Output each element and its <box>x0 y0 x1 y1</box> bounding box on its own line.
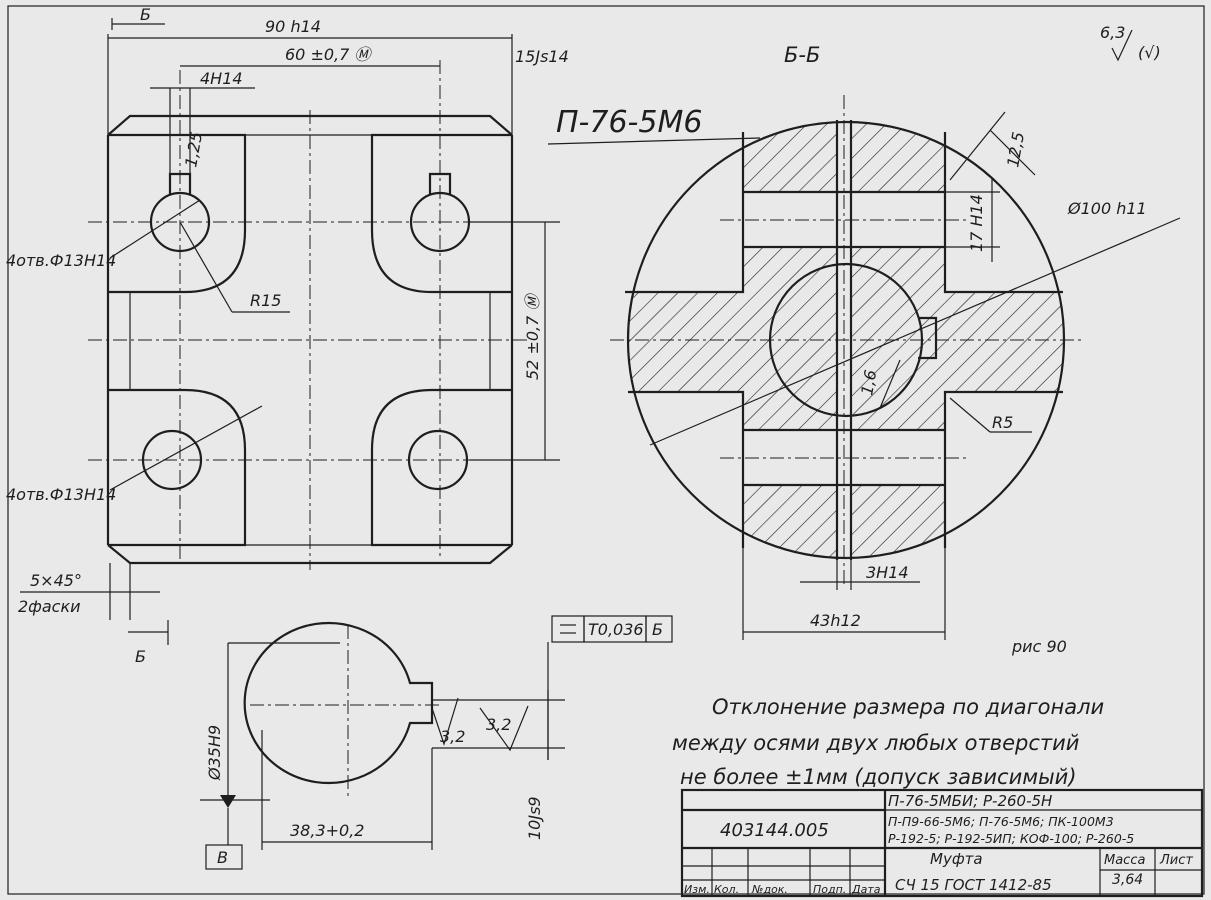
flatness-datum: Б <box>652 620 663 639</box>
stamp: П-76-5М6 <box>547 105 761 145</box>
dim-overall-width: 90 h14 <box>265 17 321 36</box>
dim-bore-slot: 17 Н14 <box>967 194 986 252</box>
roughness-general: 6,3 (√) <box>1100 23 1161 62</box>
roughness-1: 3,2 <box>440 727 465 746</box>
bore-outline <box>243 621 434 785</box>
tb-col-change: Изм. <box>684 883 710 896</box>
figure-label: рис 90 <box>1011 637 1067 656</box>
dim-slit-width: 3Н14 <box>866 563 909 582</box>
callout-holes-bottom: 4отв.Ф13Н14 <box>6 485 116 504</box>
chamfer-note-2: 2фаски <box>18 597 81 616</box>
callout-holes-top: 4отв.Ф13Н14 <box>6 251 116 270</box>
tb-col-qty: Кол. <box>714 883 739 896</box>
title-block: 403144.005 П-76-5МБИ; Р-260-5Н П-П9-66-5… <box>680 788 1204 898</box>
tb-col-doc: №док. <box>751 883 788 896</box>
notes: Отклонение размера по диагонали между ос… <box>672 695 1104 789</box>
tb-material: СЧ 15 ГОСТ 1412-85 <box>895 876 1052 894</box>
lug-top-right <box>370 133 512 294</box>
tb-part-name: Муфта <box>930 850 983 868</box>
dim-slot-width: 4H14 <box>200 69 243 88</box>
bore-view: T0,036 Б 10Js9 3,2 3,2 Ø35Н9 В 38,3+0,2 <box>200 615 673 870</box>
tb-applicability-2: П-П9-66-5М6; П-76-5М6; ПК-100М3 <box>888 814 1114 829</box>
roughness-general-value: 6,3 <box>1100 23 1125 42</box>
tb-applicability-1: П-76-5МБИ; Р-260-5Н <box>888 792 1052 810</box>
tb-sheet-label: Лист <box>1159 853 1193 868</box>
section-mark-bottom: Б <box>135 647 146 666</box>
note-line-2: между осями двух любых отверстий <box>672 731 1079 755</box>
section-title: Б-Б <box>784 43 820 67</box>
tb-col-date: Дата <box>851 883 881 896</box>
front-view: 90 h14 Б 15Js14 60 ±0,7 Ⓜ 4H14 1,25 4отв… <box>6 5 569 666</box>
dim-corner-radius: R5 <box>992 413 1013 432</box>
tb-applicability-3: Р-192-5; Р-192-5ИП; КОФ-100; Р-260-5 <box>888 831 1134 846</box>
roughness-bracket: (√) <box>1138 43 1161 62</box>
dim-key-width: 10Js9 <box>525 796 544 840</box>
dim-diameter: Ø100 h11 <box>1067 199 1147 218</box>
chamfer-note-1: 5×45° <box>30 571 82 590</box>
roughness-2: 3,2 <box>486 715 511 734</box>
section-keyway <box>918 316 938 360</box>
tb-mass-value: 3,64 <box>1112 872 1143 888</box>
lug-bottom-right <box>370 388 512 547</box>
tb-designation: 403144.005 <box>720 820 829 841</box>
sheet-frame <box>7 5 1205 895</box>
dim-offset: 15Js14 <box>515 47 569 66</box>
lug-top-left <box>108 133 247 294</box>
dim-angle-radius: 12,5 <box>1003 130 1028 168</box>
lug-bottom-left <box>108 388 247 547</box>
dim-hole-spacing-h: 60 ±0,7 Ⓜ <box>285 45 372 64</box>
flatness-callout: T0,036 <box>588 620 644 639</box>
note-line-3: не более ±1мм (допуск зависимый) <box>680 765 1077 789</box>
tb-col-sign: Подп. <box>813 883 846 896</box>
section-mark-top: Б <box>140 5 151 24</box>
dim-radius: R15 <box>250 291 281 310</box>
dim-bore-depth: 38,3+0,2 <box>290 821 364 840</box>
dim-width: 43h12 <box>810 611 861 630</box>
stamp-text: П-76-5М6 <box>556 105 702 140</box>
dim-bore-diameter: Ø35Н9 <box>205 725 224 781</box>
tb-mass-label: Масса <box>1104 853 1145 868</box>
dim-key-depth: 1,6 <box>857 368 880 396</box>
dim-hole-spacing-v: 52 ±0,7 Ⓜ <box>523 293 542 380</box>
datum-mark: В <box>217 848 228 867</box>
note-line-1: Отклонение размера по диагонали <box>712 695 1104 719</box>
